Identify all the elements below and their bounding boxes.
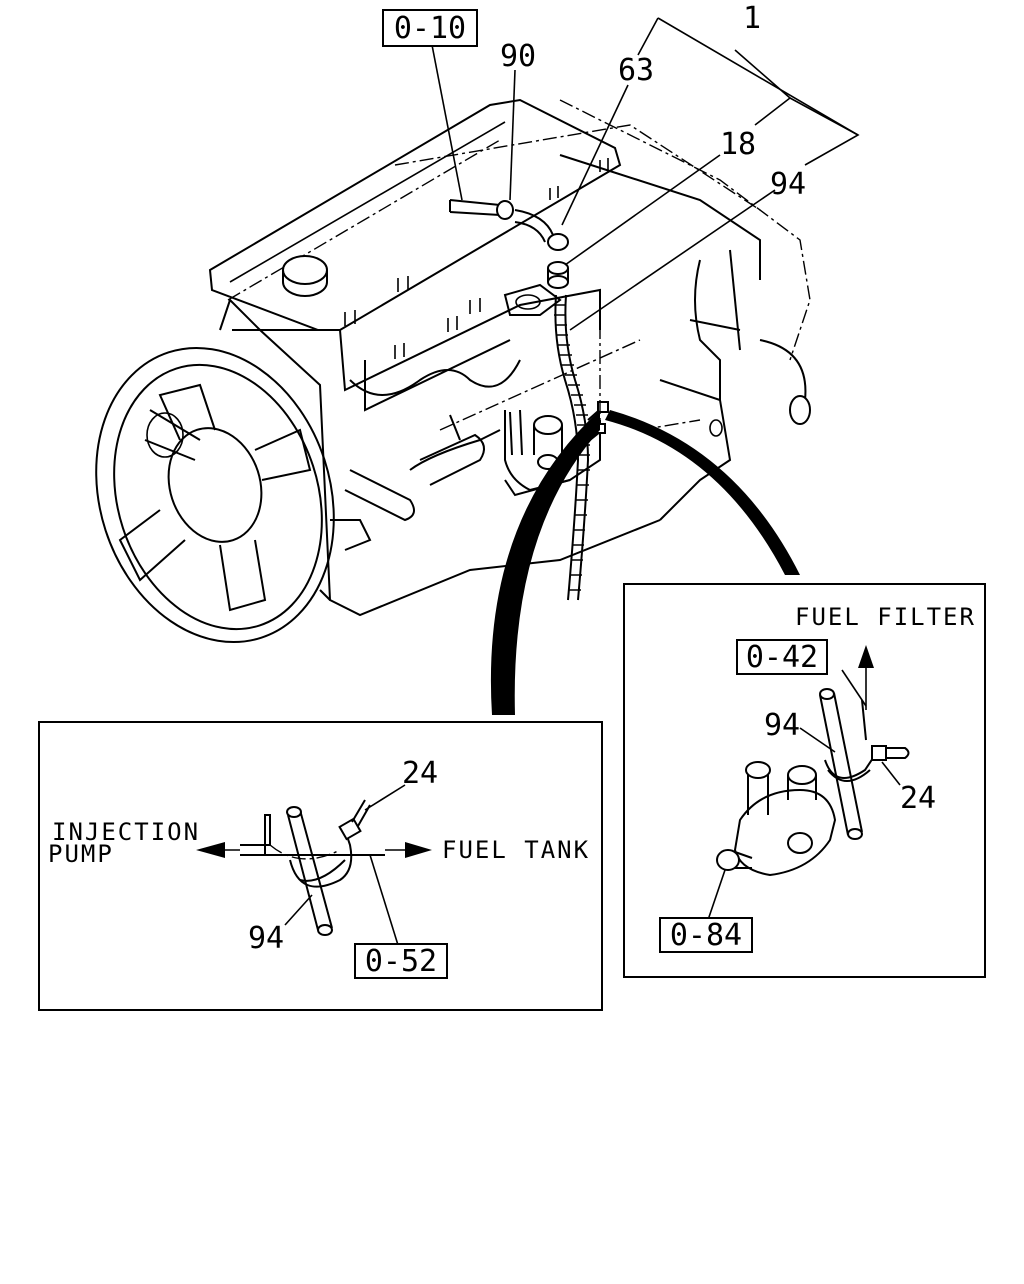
ref-box-0-84: 0-84 (659, 917, 753, 953)
arrow-up-icon (858, 645, 874, 710)
part-number-94-left: 94 (248, 921, 284, 956)
arrow-right-icon (385, 842, 432, 858)
injection-label-line1: INJECTION (52, 818, 200, 846)
part-number-24-right: 24 (900, 781, 936, 816)
ref-label-0-42: 0-42 (746, 640, 818, 675)
left-inset: INJECTION PUMP FUEL TANK 24 94 0-52 (38, 721, 603, 1011)
ref-box-0-42: 0-42 (736, 639, 828, 675)
ref-box-0-52: 0-52 (354, 943, 448, 979)
ref-box-0-10: 0-10 (382, 9, 478, 47)
pointer-to-right-inset (605, 410, 800, 575)
right-inset: FUEL FILTER 0-42 94 24 (623, 583, 986, 978)
fuel-filter-label: FUEL FILTER (795, 603, 976, 631)
pointer-to-left-inset (490, 410, 600, 715)
part-number-24-left: 24 (402, 756, 438, 791)
part-number-63: 63 (618, 53, 654, 88)
part-number-90: 90 (500, 39, 536, 74)
injection-label-line2: PUMP (48, 840, 114, 868)
engine-illustration (95, 98, 811, 644)
ref-label-0-10: 0-10 (394, 11, 466, 46)
part-number-18: 18 (720, 127, 756, 162)
fuel-tank-label: FUEL TANK (442, 836, 590, 864)
part-number-94-right: 94 (764, 708, 800, 743)
ref-label-0-52: 0-52 (365, 944, 437, 979)
ref-label-0-84: 0-84 (670, 918, 742, 953)
part-number-94: 94 (770, 167, 806, 202)
leader-lines (431, 17, 860, 331)
arrow-left-icon (196, 842, 240, 858)
part-number-1: 1 (743, 1, 761, 36)
